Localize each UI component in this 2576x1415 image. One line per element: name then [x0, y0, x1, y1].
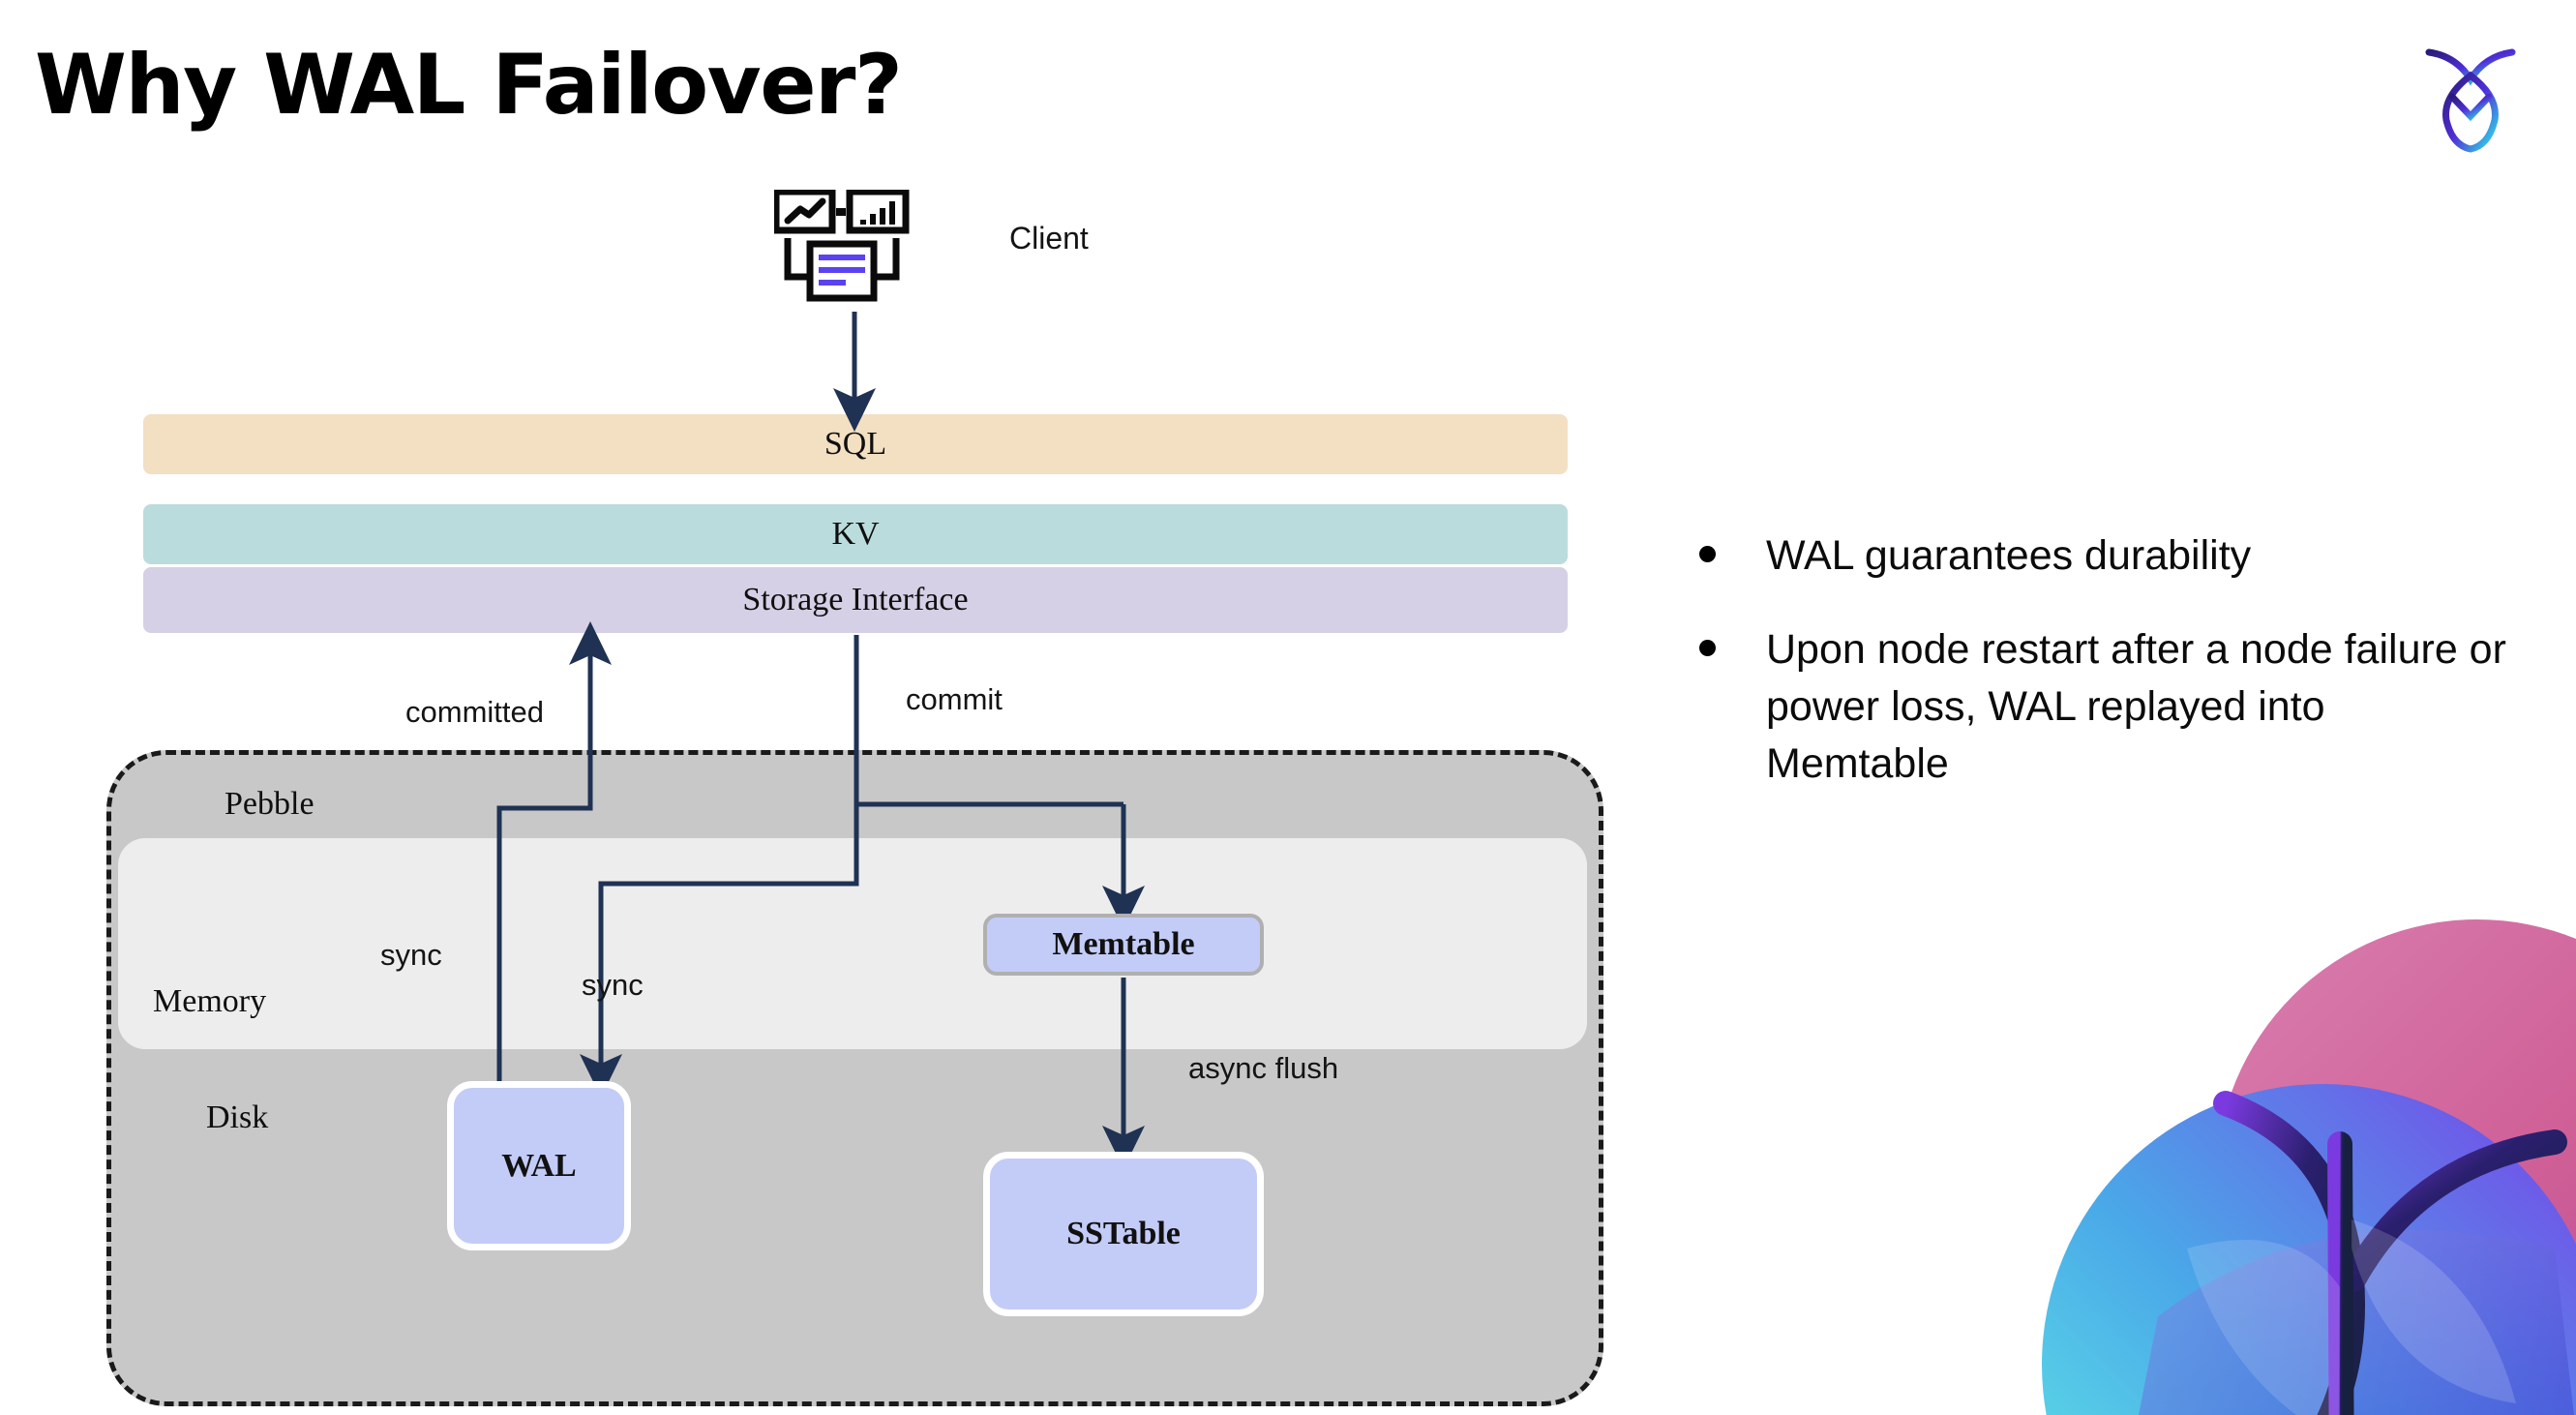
layer-label-sql: SQL: [824, 426, 887, 462]
pebble-label: Pebble: [225, 786, 315, 822]
node-wal[interactable]: WAL: [447, 1081, 631, 1250]
page-title: Why WAL Failover?: [35, 37, 903, 134]
list-item: Upon node restart after a node failure o…: [1699, 621, 2512, 793]
bullet-text: WAL guarantees durability: [1766, 532, 2252, 579]
bullet-list: WAL guarantees durability Upon node rest…: [1699, 527, 2512, 829]
memory-region: [118, 838, 1587, 1049]
node-memtable[interactable]: Memtable: [983, 914, 1264, 976]
node-wal-label: WAL: [501, 1147, 577, 1184]
node-sstable[interactable]: SSTable: [983, 1152, 1264, 1316]
client-label: Client: [1009, 221, 1089, 256]
bullet-text: Upon node restart after a node failure o…: [1766, 625, 2506, 787]
layer-label-kv: KV: [831, 516, 880, 552]
layer-bar-kv: KV: [143, 504, 1568, 564]
edge-label-commit: commit: [906, 682, 1003, 716]
edge-label-async-flush: async flush: [1188, 1051, 1339, 1085]
bullet-dot-icon: [1699, 639, 1716, 656]
client-dashboard-icon: [772, 188, 929, 316]
disk-label: Disk: [206, 1099, 269, 1135]
cockroach-logo-icon: [2417, 37, 2524, 153]
node-memtable-label: Memtable: [1052, 926, 1195, 962]
node-sstable-label: SSTable: [1066, 1216, 1181, 1251]
layer-bar-sql: SQL: [143, 414, 1568, 474]
layer-label-storage: Storage Interface: [742, 582, 969, 617]
edge-label-sync-right: sync: [582, 968, 644, 1002]
edge-label-sync-left: sync: [380, 938, 442, 972]
list-item: WAL guarantees durability: [1699, 527, 2512, 585]
bullet-dot-icon: [1699, 546, 1716, 562]
layer-bar-storage: Storage Interface: [143, 567, 1568, 633]
memory-label: Memory: [153, 983, 267, 1019]
decorative-artwork: [1935, 900, 2576, 1415]
edge-label-committed: committed: [405, 695, 544, 729]
